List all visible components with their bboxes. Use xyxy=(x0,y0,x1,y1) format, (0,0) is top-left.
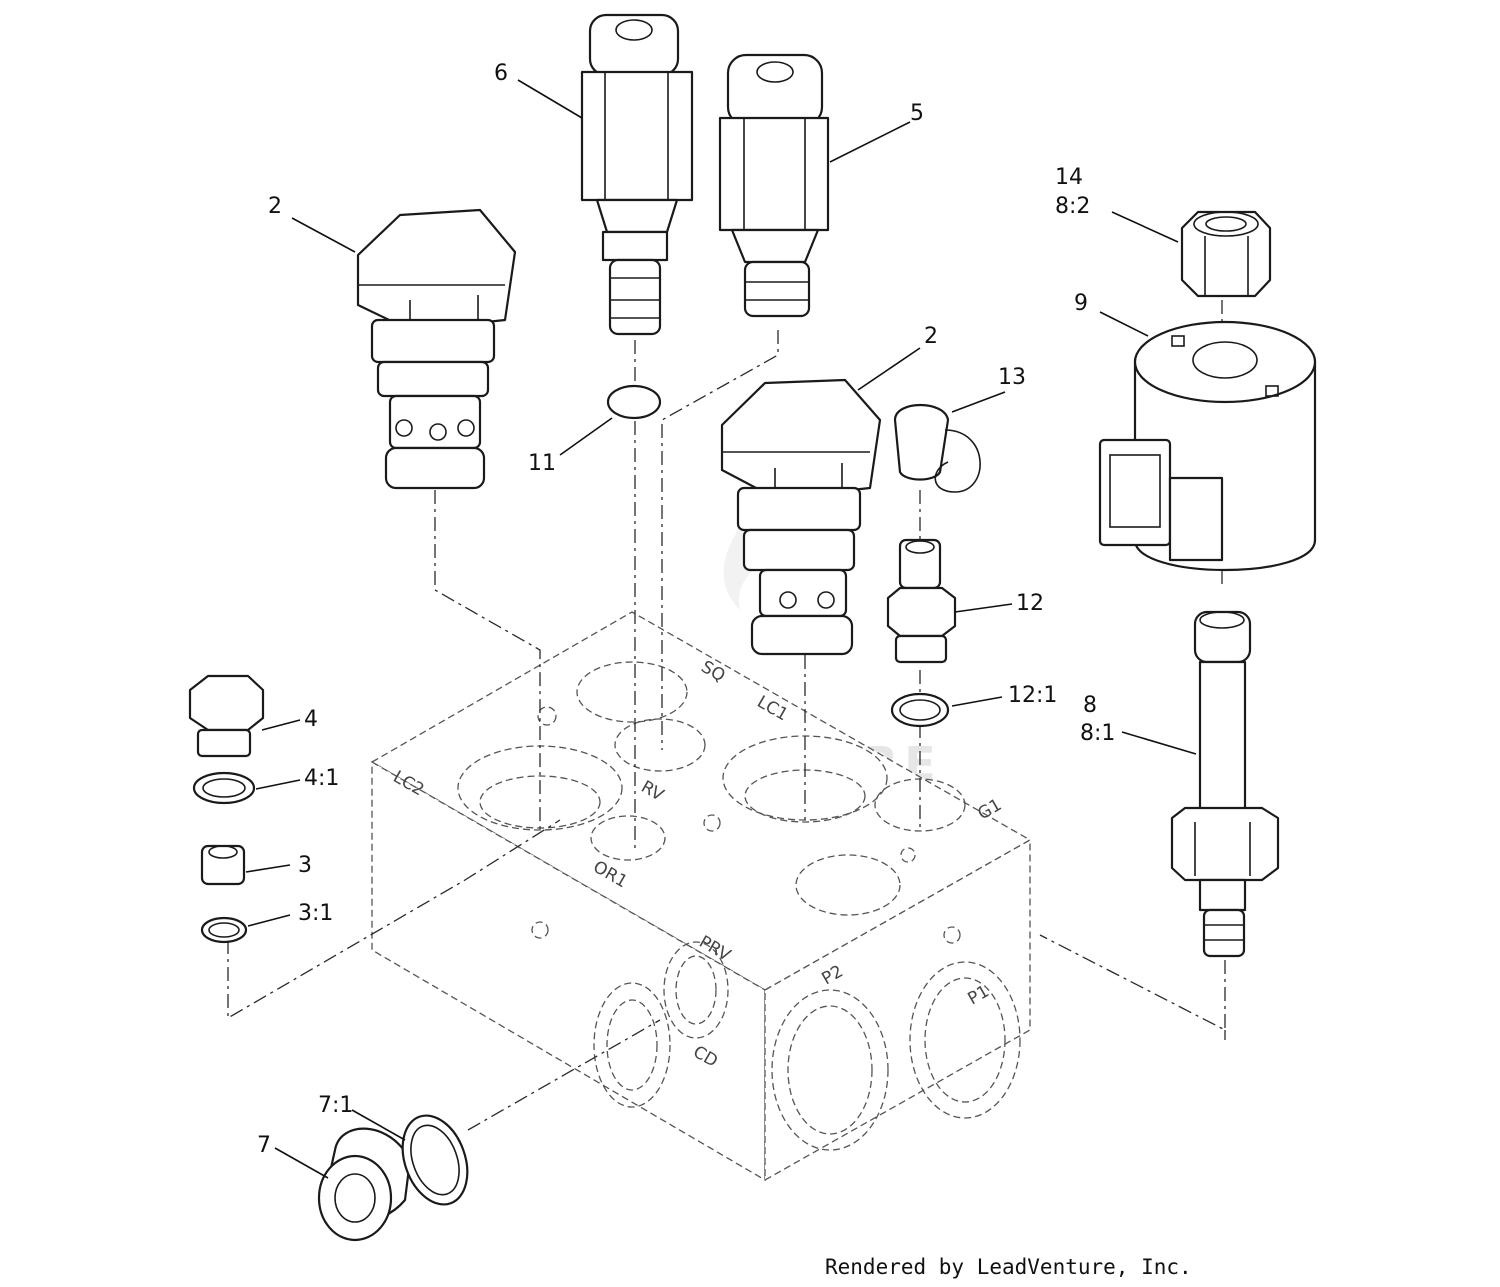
port-cd-top-bore xyxy=(795,854,901,916)
callout-6: 6 xyxy=(494,61,508,86)
callout-3: 3 xyxy=(298,853,312,878)
callout-4: 4 xyxy=(304,707,318,732)
callout-8: 8 xyxy=(1083,693,1097,718)
callout-14: 14 xyxy=(1055,165,1083,190)
part-9-solenoid-coil xyxy=(1098,320,1317,571)
part-7-1-o-ring xyxy=(401,1114,469,1206)
callout-7-1: 7:1 xyxy=(318,1093,353,1118)
port-or1-bore xyxy=(590,815,666,861)
port-p2-bore xyxy=(771,989,889,1151)
callout-12-1: 12:1 xyxy=(1008,683,1057,708)
part-3-1-o-ring xyxy=(200,916,248,944)
port-sq-bore xyxy=(576,661,688,723)
callout-4-1: 4:1 xyxy=(304,766,339,791)
port-prv-bore xyxy=(663,941,729,1039)
part-6-cartridge-valve xyxy=(580,13,694,336)
part-5-cartridge-valve xyxy=(718,53,830,318)
part-4-1-o-ring xyxy=(192,771,256,805)
callout-13: 13 xyxy=(998,365,1026,390)
callout-5: 5 xyxy=(910,101,924,126)
callout-7: 7 xyxy=(257,1133,271,1158)
callout-8-1: 8:1 xyxy=(1080,721,1115,746)
callout-2-right: 2 xyxy=(924,324,938,349)
part-2-cartridge-right xyxy=(720,378,882,656)
part-4-plug xyxy=(188,674,265,758)
callout-9: 9 xyxy=(1074,291,1088,316)
port-p1-bore xyxy=(909,961,1021,1119)
valve-manifold-block xyxy=(370,611,1032,1182)
part-2-cartridge-left xyxy=(356,208,517,490)
callout-11: 11 xyxy=(528,451,556,476)
part-12-test-port-fitting xyxy=(886,538,957,664)
port-cd-side-bore xyxy=(593,982,671,1108)
block-right-face xyxy=(764,838,1031,1182)
render-credit: Rendered by LeadVenture, Inc. xyxy=(825,1255,1192,1279)
part-7-plug xyxy=(317,1127,412,1242)
callout-8-2: 8:2 xyxy=(1055,194,1090,219)
port-rv-bore xyxy=(614,718,706,772)
part-13-dust-cap xyxy=(893,403,981,493)
part-11-washer xyxy=(606,384,662,420)
part-3-plug xyxy=(200,844,246,886)
callout-12: 12 xyxy=(1016,591,1044,616)
callout-2-left: 2 xyxy=(268,194,282,219)
part-14-coil-nut xyxy=(1180,210,1272,298)
leader-lines xyxy=(245,79,1197,1179)
callout-3-1: 3:1 xyxy=(298,901,333,926)
part-8-solenoid-stem xyxy=(1170,610,1280,958)
